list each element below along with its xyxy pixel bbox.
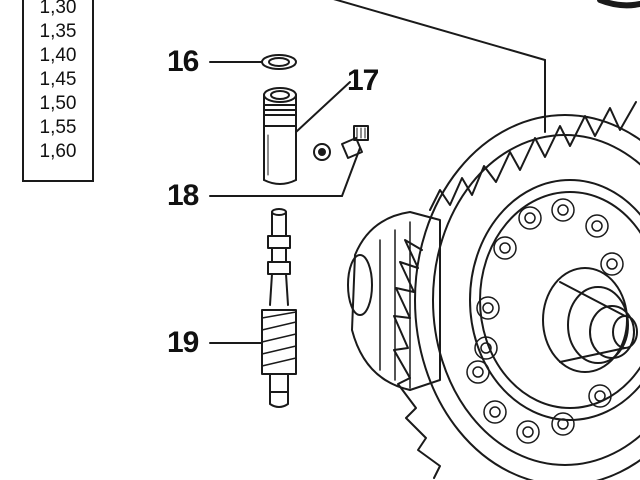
callout-18: 18	[167, 179, 199, 212]
pinion-shaft-part-19	[261, 208, 297, 408]
size-value: 1,55	[39, 117, 77, 138]
size-value: 1,35	[39, 21, 77, 42]
leader-lines	[209, 0, 546, 344]
callout-17: 17	[347, 64, 379, 97]
washer-part-16	[261, 54, 297, 70]
size-value: 1,30	[39, 0, 77, 18]
callout-19: 19	[167, 326, 199, 359]
callout-16: 16	[167, 45, 199, 78]
leader-18b	[341, 147, 361, 197]
ring-gear-bolts	[466, 198, 624, 444]
shim-size-table: 1,30 1,35 1,40 1,45 1,50 1,55 1,60	[22, 0, 94, 182]
size-value: 1,50	[39, 93, 77, 114]
size-value: 1,60	[39, 141, 77, 162]
bushing-part-17	[263, 87, 297, 185]
screw-part-18	[313, 125, 369, 161]
size-value: 1,40	[39, 45, 77, 66]
leader-17	[295, 81, 351, 133]
leader-gear	[333, 0, 546, 61]
ring-gear-assembly	[347, 101, 640, 480]
top-right-arc	[597, 0, 640, 9]
size-value: 1,45	[39, 69, 77, 90]
